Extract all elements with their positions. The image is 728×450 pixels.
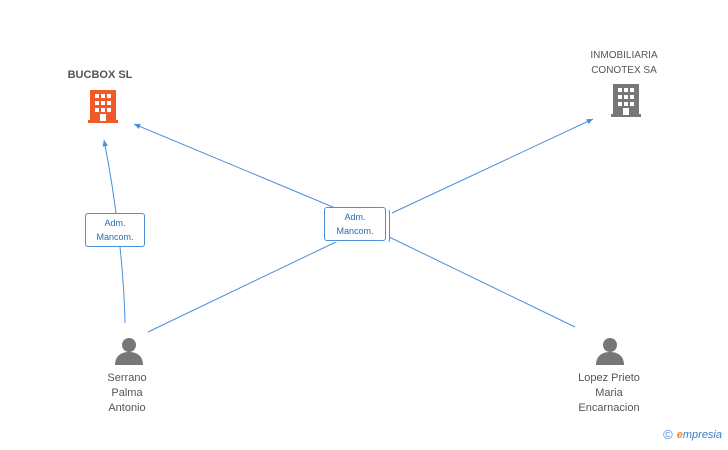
company-name-bucbox[interactable]: BUCBOX SL — [67, 69, 133, 81]
person-icon[interactable] — [115, 338, 143, 365]
company-name-conotex[interactable]: INMOBILIARIA CONOTEX SA — [590, 50, 658, 76]
building-icon[interactable] — [88, 90, 118, 123]
edge-serrano-to-center — [147, 239, 341, 333]
person-icon[interactable] — [596, 338, 624, 365]
copyright-symbol: © — [663, 427, 673, 442]
person-name-lopez[interactable]: Lopez Prieto Maria Encarnacion — [578, 372, 640, 414]
footer-watermark: © empresia — [663, 427, 722, 442]
person-name-serrano[interactable]: Serrano Palma Antonio — [107, 372, 147, 414]
building-icon[interactable] — [611, 84, 641, 117]
edge-label-role: Adm. Mancom. — [85, 213, 145, 247]
edge-center-to-bucbox — [133, 123, 341, 211]
brand-logo: empresia — [677, 429, 722, 441]
edge-center-to-conotex — [391, 118, 594, 214]
edge-label-role: Adm. Mancom. — [324, 207, 386, 241]
brand-name: mpresia — [682, 428, 722, 441]
brand-initial: e — [676, 428, 683, 441]
edge-lopez-to-center — [384, 234, 576, 328]
